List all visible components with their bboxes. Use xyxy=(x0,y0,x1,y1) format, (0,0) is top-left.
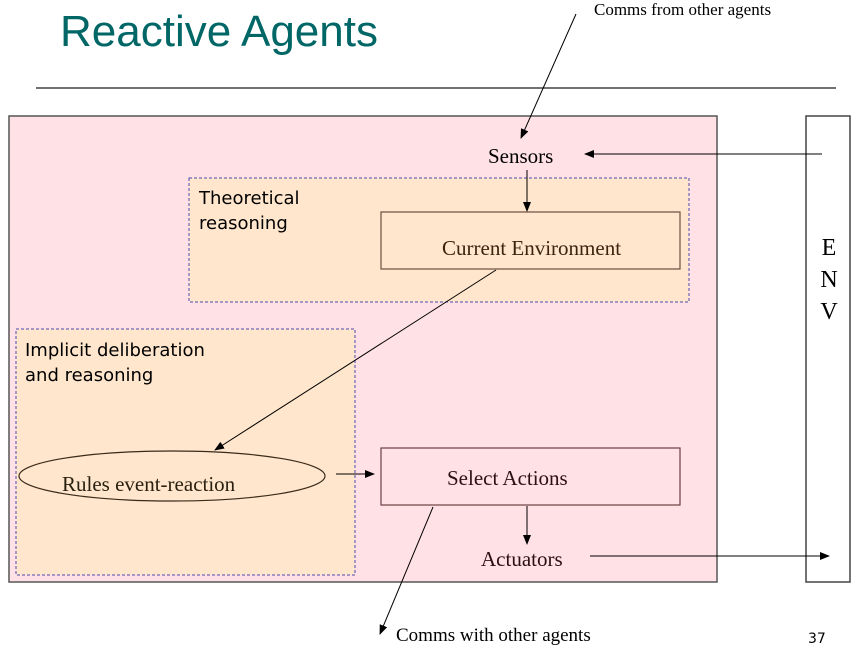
implicit-deliberation-label: Implicit deliberation and reasoning xyxy=(25,338,205,388)
theoretical-reasoning-line2: reasoning xyxy=(199,213,288,234)
sensors-label: Sensors xyxy=(488,144,554,168)
comms-from-label: Comms from other agents xyxy=(594,0,772,19)
select-actions-box xyxy=(380,447,681,506)
select-actions-label: Select Actions xyxy=(447,466,568,490)
implicit-deliberation-line2: and reasoning xyxy=(25,365,154,386)
page-number: 37 xyxy=(808,631,826,647)
env-letter-n: N xyxy=(820,267,838,293)
actuators-label: Actuators xyxy=(481,547,563,571)
comms-with-label: Comms with other agents xyxy=(396,625,591,646)
rules-label: Rules event-reaction xyxy=(62,472,236,496)
rules-ellipse xyxy=(18,450,326,502)
env-label: E N V xyxy=(815,232,843,328)
edge-select-actions-to-comms-with xyxy=(379,506,434,635)
env-box xyxy=(805,115,851,583)
edge-comms-from-to-sensors xyxy=(520,13,577,139)
slide-title: Reactive Agents xyxy=(60,7,378,56)
current-environment-label: Current Environment xyxy=(442,236,622,260)
theoretical-reasoning-label: Theoretical reasoning xyxy=(199,186,300,236)
theoretical-reasoning-line1: Theoretical xyxy=(199,188,300,209)
env-letter-v: V xyxy=(820,299,838,325)
edge-current-environment-to-rules xyxy=(214,269,497,451)
env-letter-e: E xyxy=(821,235,837,261)
implicit-deliberation-line1: Implicit deliberation xyxy=(25,340,205,361)
current-environment-box xyxy=(380,211,681,270)
